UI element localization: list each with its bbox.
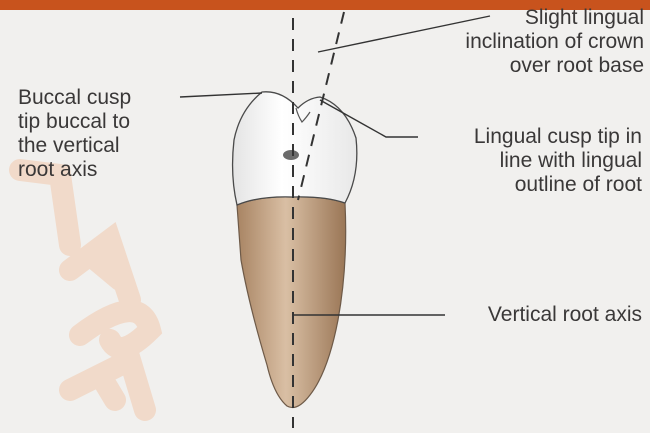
label-lingual-cusp: Lingual cusp tip in line with lingual ou…: [474, 125, 642, 197]
lingual-cusp-line-3: outline of root: [474, 173, 642, 197]
label-buccal-cusp: Buccal cusp tip buccal to the vertical r…: [18, 86, 131, 182]
slight-lingual-line-1: Slight lingual: [465, 6, 644, 30]
pit-mark: [283, 150, 299, 160]
buccal-cusp-line-1: Buccal cusp: [18, 86, 131, 110]
lingual-cusp-line-1: Lingual cusp tip in: [474, 125, 642, 149]
leader-buccal-cusp: [180, 93, 262, 97]
slight-lingual-line-2: inclination of crown: [465, 30, 644, 54]
vertical-axis-line-1: Vertical root axis: [488, 303, 642, 327]
buccal-cusp-line-3: the vertical: [18, 134, 131, 158]
label-slight-lingual: Slight lingual inclination of crown over…: [465, 6, 644, 78]
lingual-cusp-line-2: line with lingual: [474, 149, 642, 173]
buccal-cusp-line-2: tip buccal to: [18, 110, 131, 134]
tooth-root: [237, 197, 346, 408]
slight-lingual-line-3: over root base: [465, 54, 644, 78]
buccal-cusp-line-4: root axis: [18, 158, 131, 182]
leader-slight-lingual: [318, 16, 490, 52]
label-vertical-root-axis: Vertical root axis: [488, 303, 642, 327]
tooth-crown: [233, 92, 357, 205]
